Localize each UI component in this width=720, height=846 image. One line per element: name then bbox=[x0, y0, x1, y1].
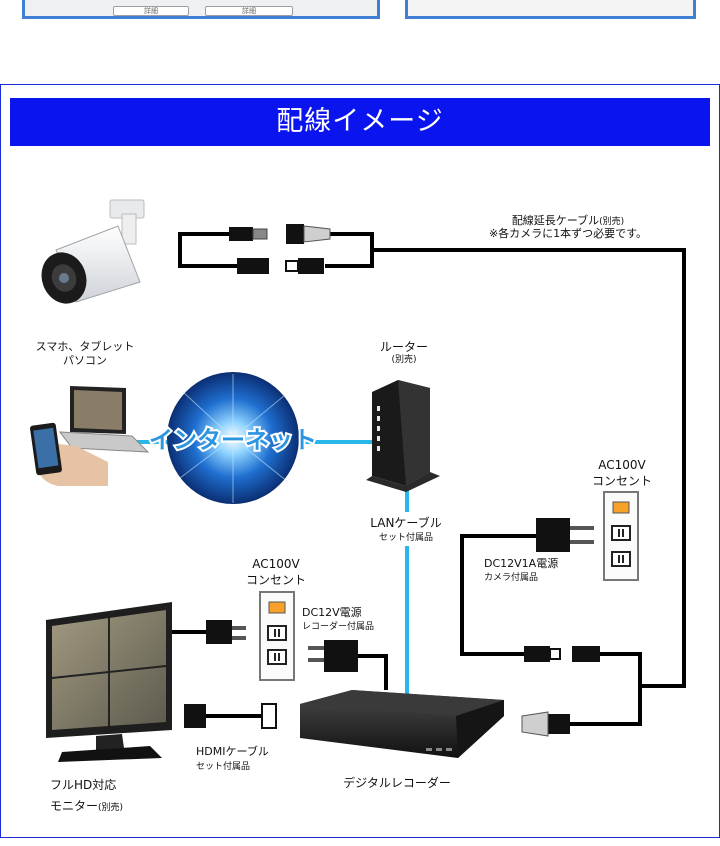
ac-left-label-2: コンセント bbox=[245, 573, 306, 587]
detail-button-1[interactable]: 詳細 bbox=[113, 6, 189, 16]
smartphone-label-line1: スマホ、タブレット bbox=[35, 340, 135, 353]
dc-plug-icon bbox=[524, 646, 600, 662]
recorder-power-cable bbox=[358, 654, 388, 690]
section-title: 配線イメージ bbox=[10, 98, 710, 146]
internet-label: インターネット bbox=[149, 426, 317, 454]
black-wiring bbox=[172, 232, 686, 726]
monitor-sold-label: (別売) bbox=[98, 803, 124, 813]
extension-cable-text: 配線延長ケーブル bbox=[511, 214, 600, 227]
camera-power-cable bbox=[460, 534, 536, 656]
monitor-plug-icon bbox=[206, 620, 246, 644]
router-icon bbox=[366, 380, 440, 492]
ac-right-label-1: AC100V bbox=[598, 458, 646, 472]
extension-cable bbox=[372, 248, 686, 688]
camera-cable-right-loop bbox=[325, 232, 374, 268]
hdmi-label: HDMIケーブル bbox=[196, 745, 269, 758]
bnc-connector-icon bbox=[229, 224, 331, 244]
lan-cable-label: LANケーブル bbox=[370, 516, 442, 530]
dc-camera-label: DC12V1A電源 bbox=[484, 557, 559, 570]
hdmi-connector-icon bbox=[184, 703, 277, 729]
power-adapter-icon bbox=[308, 640, 358, 672]
recorder-label: デジタルレコーダー bbox=[343, 776, 451, 790]
dc-plug-icon bbox=[237, 258, 324, 274]
camera-cable-loop bbox=[178, 232, 238, 268]
ac-right-label-2: コンセント bbox=[591, 474, 652, 488]
dc-recorder-sub-label: レコーダー付属品 bbox=[302, 622, 375, 632]
camera-power-to-recorder bbox=[570, 652, 642, 726]
power-adapter-icon bbox=[536, 518, 594, 552]
laptop-icon bbox=[58, 386, 150, 453]
top-card-right bbox=[405, 0, 696, 19]
router-label: ルーター bbox=[379, 340, 428, 354]
lan-included-label: セット付属品 bbox=[378, 533, 433, 543]
power-outlet-icon bbox=[603, 491, 639, 581]
top-card-left: 詳細 詳細 bbox=[22, 0, 380, 19]
power-outlet-icon bbox=[259, 591, 295, 681]
monitor-label-line1: フルHD対応 bbox=[50, 778, 117, 792]
smartphone-icon bbox=[30, 422, 108, 486]
hdmi-included-label: セット付属品 bbox=[196, 762, 251, 772]
extension-note: ※各カメラに1本ずつ必要です。 bbox=[488, 227, 648, 240]
extension-cable-sold: (別売) bbox=[599, 217, 625, 227]
top-strip: 詳細 詳細 bbox=[0, 0, 720, 40]
dc-recorder-label: DC12V電源 bbox=[302, 606, 362, 619]
recorder-icon bbox=[300, 690, 504, 758]
globe-icon bbox=[167, 372, 299, 504]
monitor-icon bbox=[46, 602, 172, 762]
smartphone-label-line2: パソコン bbox=[63, 354, 107, 367]
monitor-label-text: モニター bbox=[50, 799, 99, 813]
extension-cable-label: 配線延長ケーブル(別売) bbox=[478, 209, 658, 229]
detail-button-2[interactable]: 詳細 bbox=[205, 6, 293, 16]
monitor-label-line2: モニター(別売) bbox=[50, 795, 123, 815]
bnc-connector-icon bbox=[521, 711, 570, 737]
router-sold-label: (別売) bbox=[391, 355, 417, 365]
ac-left-label-1: AC100V bbox=[252, 557, 300, 571]
dc-camera-sub-label: カメラ付属品 bbox=[484, 573, 539, 583]
bullet-camera-icon bbox=[41, 199, 145, 304]
